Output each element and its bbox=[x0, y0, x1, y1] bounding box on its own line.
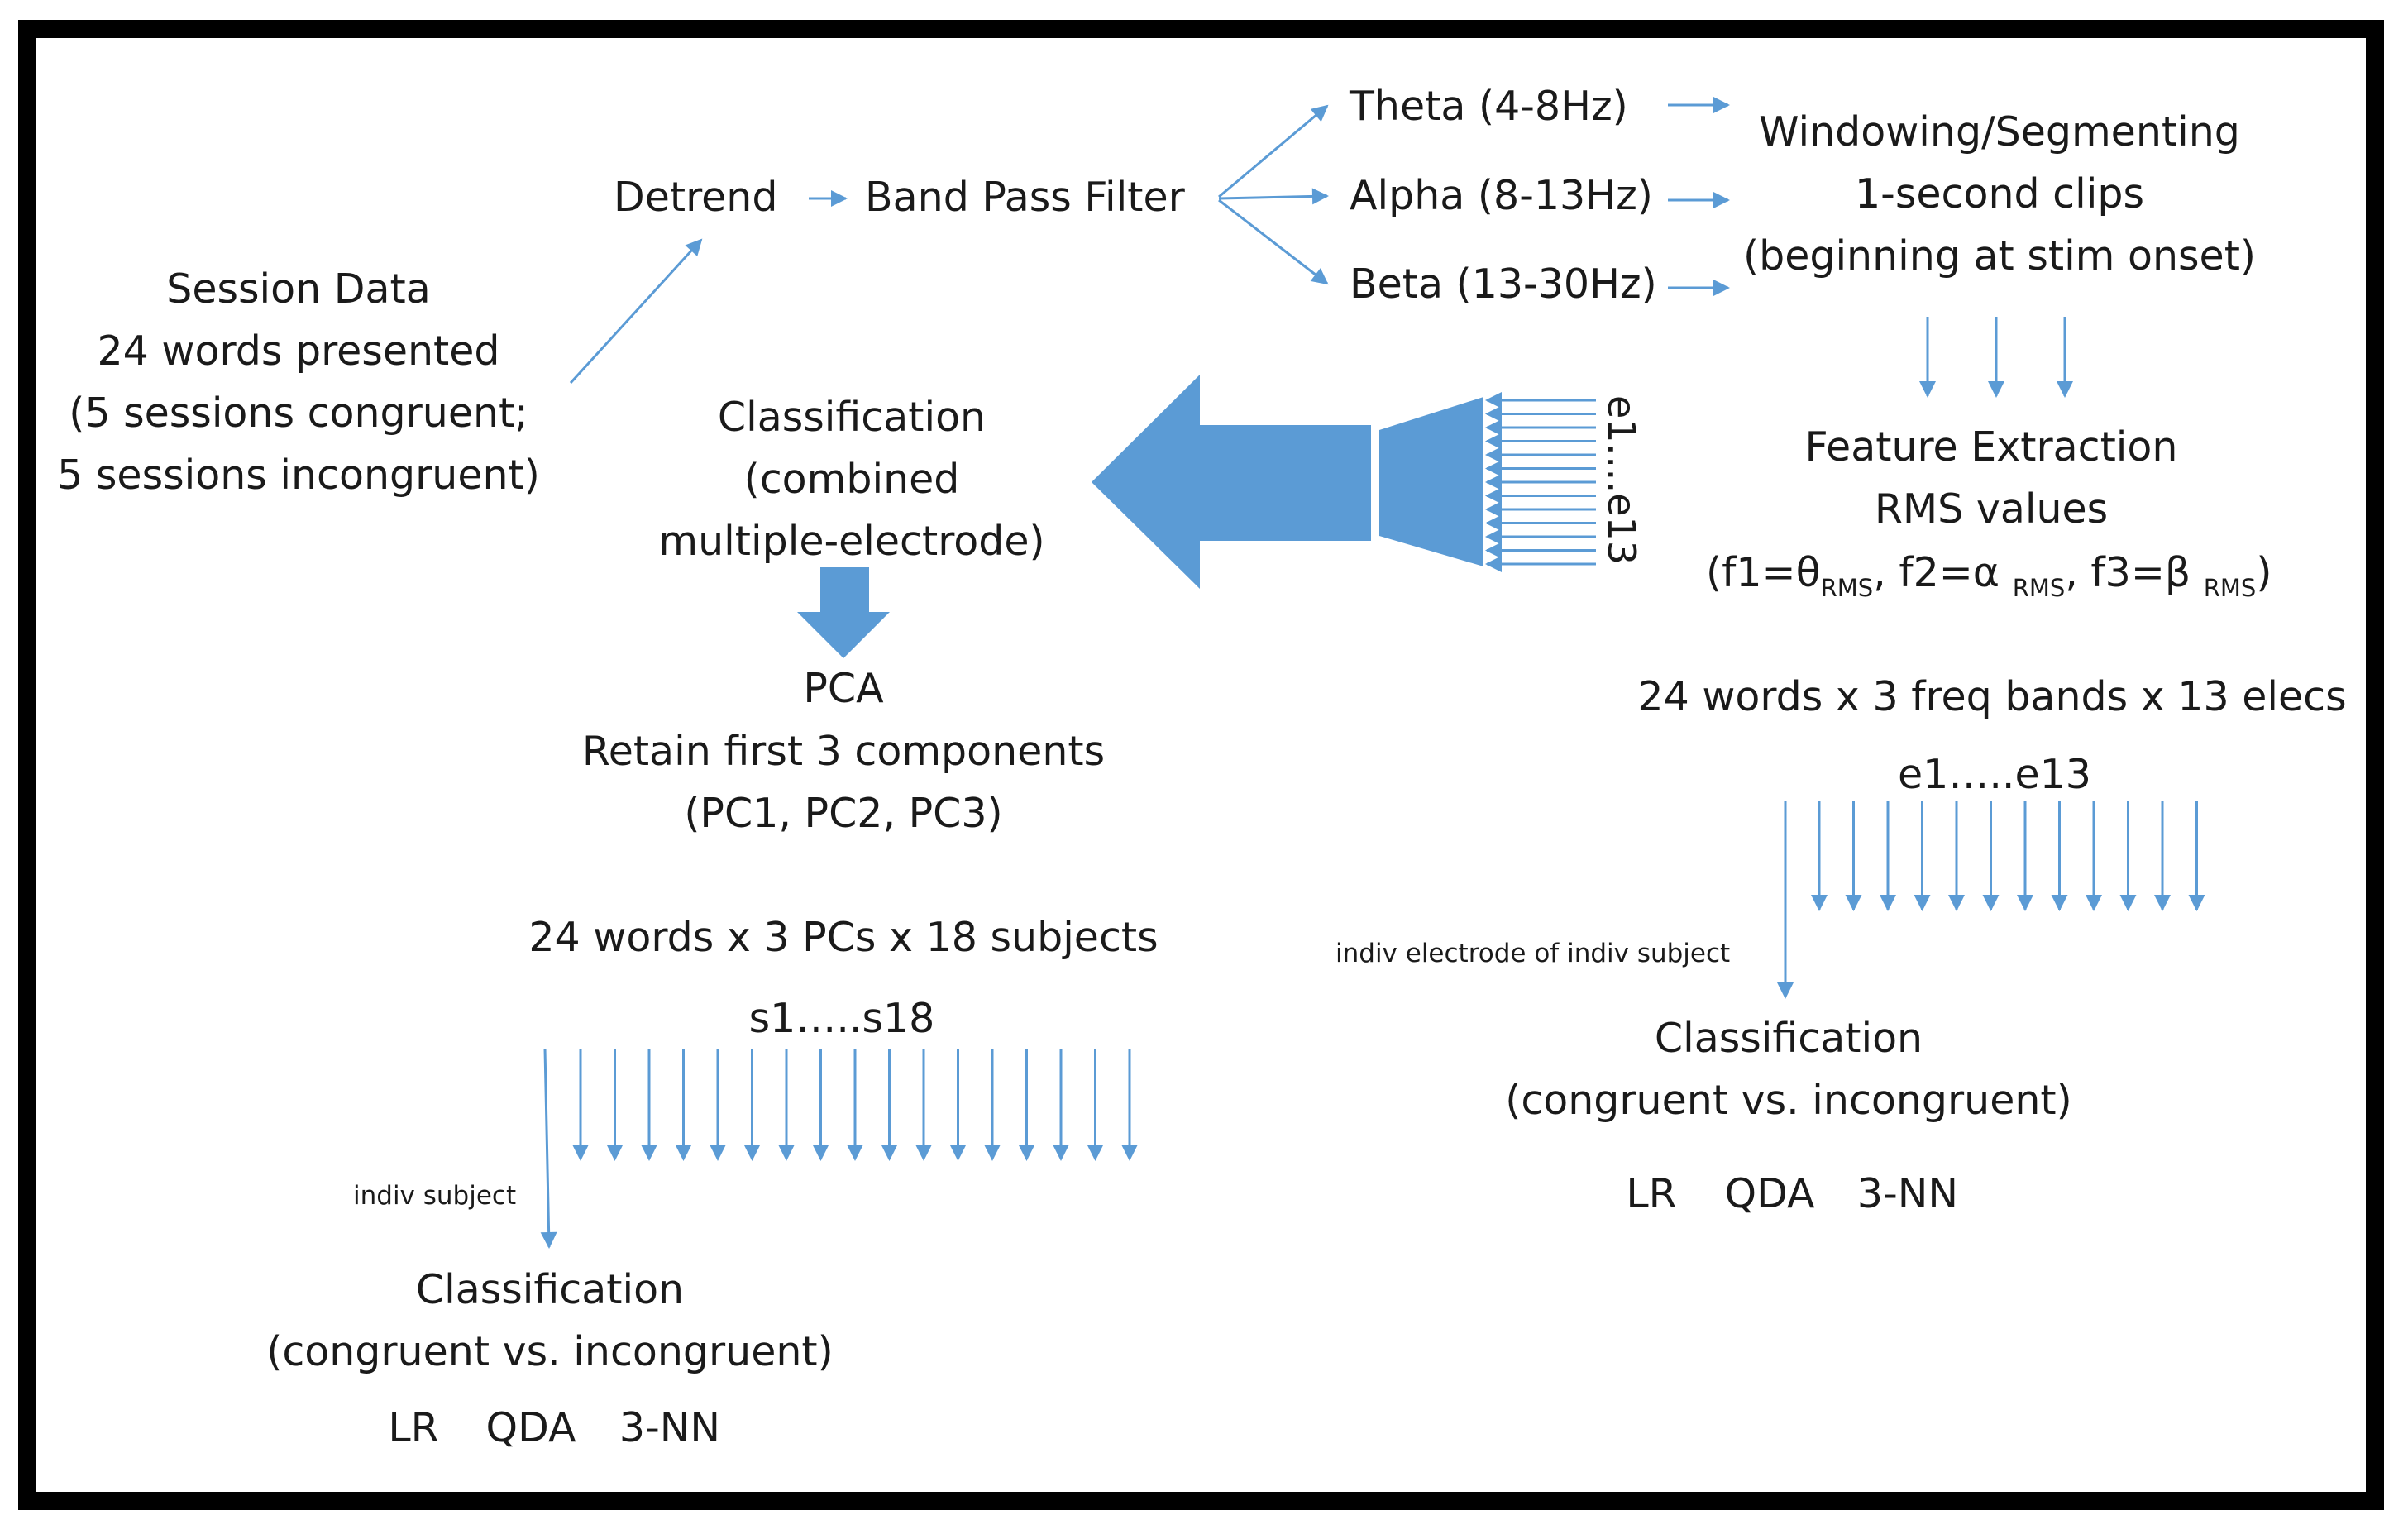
features-rms: RMS values bbox=[1875, 485, 2108, 533]
left-method-3nn: 3-NN bbox=[619, 1404, 720, 1451]
right-class-title: Classification bbox=[1655, 1015, 1923, 1062]
pca-block: PCA Retain first 3 components (PC1, PC2,… bbox=[582, 665, 1105, 837]
left-indiv-arrow bbox=[540, 1048, 557, 1249]
f1-subscript: RMS bbox=[1821, 574, 1874, 602]
right-range: e1…..e13 bbox=[1898, 751, 2091, 798]
windowing-onset: (beginning at stim onset) bbox=[1743, 232, 2256, 280]
funnel-trapezoid bbox=[1379, 397, 1484, 566]
combined-classification-block: Classification (combined multiple-electr… bbox=[658, 394, 1044, 565]
f2-subscript: RMS bbox=[2013, 574, 2066, 602]
right-dims: 24 words x 3 freq bands x 13 elecs bbox=[1637, 673, 2346, 720]
f3-text: , f3=β bbox=[2065, 549, 2203, 596]
left-note: indiv subject bbox=[353, 1181, 516, 1211]
left-range: s1…..s18 bbox=[749, 995, 935, 1042]
left-dims: 24 words x 3 PCs x 18 subjects bbox=[528, 914, 1158, 961]
alpha-band: Alpha (8-13Hz) bbox=[1350, 172, 1653, 219]
big-combine-arrow bbox=[1092, 375, 1484, 589]
right-branch: 24 words x 3 freq bands x 13 elecs e1…..… bbox=[1335, 673, 2347, 1217]
right-method-qda: QDA bbox=[1725, 1170, 1815, 1217]
block-arrow bbox=[1092, 375, 1371, 589]
right-note: indiv electrode of indiv subject bbox=[1335, 939, 1730, 968]
detrend-label: Detrend bbox=[614, 174, 777, 221]
theta-band: Theta (4-8Hz) bbox=[1349, 83, 1628, 130]
beta-band: Beta (13-30Hz) bbox=[1350, 260, 1657, 308]
f3-subscript: RMS bbox=[2204, 574, 2257, 602]
pca-retain: Retain first 3 components bbox=[582, 728, 1105, 775]
bandpass-label: Band Pass Filter bbox=[865, 174, 1186, 221]
electrodes-vertical-label: e1….e13 bbox=[1599, 395, 1644, 565]
windowing-clips: 1-second clips bbox=[1855, 170, 2144, 217]
session-data-block: Session Data 24 words presented (5 sessi… bbox=[57, 265, 540, 499]
windowing-block: Windowing/Segmenting 1-second clips (beg… bbox=[1743, 108, 2256, 280]
combined-subtitle: (combined bbox=[744, 456, 960, 503]
session-title: Session Data bbox=[166, 265, 431, 313]
pca-title: PCA bbox=[803, 665, 884, 712]
windowing-title: Windowing/Segmenting bbox=[1759, 108, 2240, 155]
arrow-session-to-detrend bbox=[569, 238, 703, 385]
right-class-subtitle: (congruent vs. incongruent) bbox=[1505, 1077, 2072, 1124]
feature-extraction-block: Feature Extraction RMS values (f1=θRMS, … bbox=[1706, 423, 2272, 602]
pca-components: (PC1, PC2, PC3) bbox=[684, 790, 1002, 837]
funnel-arrow-lines bbox=[1485, 392, 1596, 572]
right-electrode-arrows bbox=[1777, 801, 2205, 999]
down-block-arrow bbox=[797, 567, 890, 658]
left-class-subtitle: (congruent vs. incongruent) bbox=[266, 1328, 834, 1375]
features-formula: (f1=θRMS, f2=α RMS, f3=β RMS) bbox=[1706, 549, 2272, 602]
left-method-qda: QDA bbox=[486, 1404, 576, 1451]
f2-text: , f2=α bbox=[1873, 549, 2013, 596]
right-method-lr: LR bbox=[1626, 1170, 1676, 1217]
outer-frame bbox=[18, 20, 2384, 1510]
left-method-lr: LR bbox=[388, 1404, 438, 1451]
features-title: Feature Extraction bbox=[1805, 423, 2178, 471]
electrode-funnel: e1….e13 bbox=[1485, 392, 1644, 572]
session-words: 24 words presented bbox=[98, 327, 500, 375]
session-incongruent: 5 sessions incongruent) bbox=[57, 452, 540, 499]
f1-text: (f1=θ bbox=[1706, 549, 1821, 596]
arrow-to-alpha bbox=[1218, 188, 1329, 205]
session-congruent: (5 sessions congruent; bbox=[69, 390, 528, 437]
arrow-to-theta bbox=[1218, 104, 1329, 198]
left-subject-arrows bbox=[540, 1048, 1138, 1249]
arrow-to-beta bbox=[1218, 198, 1329, 285]
combined-multi: multiple-electrode) bbox=[658, 518, 1044, 565]
left-branch: 24 words x 3 PCs x 18 subjects s1…..s18 … bbox=[266, 914, 1158, 1451]
formula-close: ) bbox=[2256, 549, 2272, 596]
right-method-3nn: 3-NN bbox=[1857, 1170, 1958, 1217]
left-class-title: Classification bbox=[416, 1266, 684, 1313]
combined-title: Classification bbox=[718, 394, 986, 441]
